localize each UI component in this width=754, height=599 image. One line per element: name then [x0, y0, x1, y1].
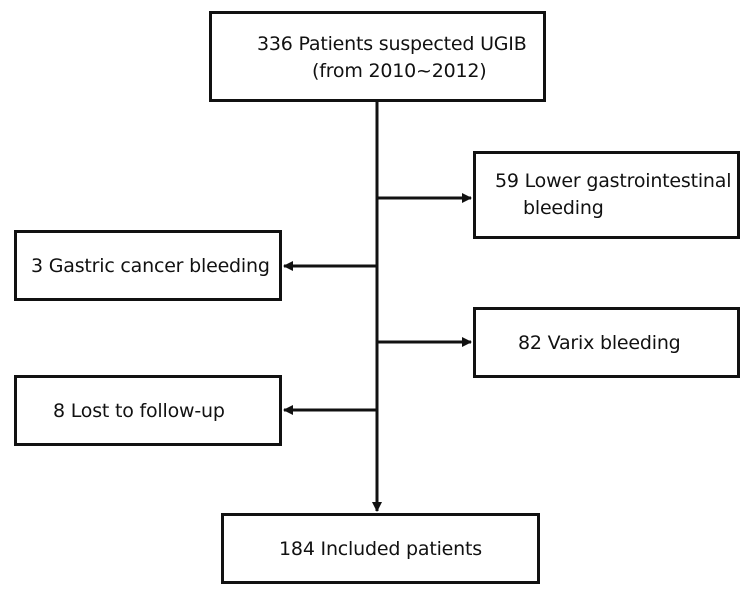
varix-bleeding-box: 82 Varix bleeding — [473, 307, 740, 378]
lost-label: 8 Lost to follow-up — [53, 400, 225, 422]
lower-gi-bleeding-box: 59 Lower gastrointestinal bleeding — [473, 151, 740, 239]
lower-gi-line1: 59 Lower gastrointestinal — [495, 170, 732, 192]
varix-label: 82 Varix bleeding — [518, 332, 681, 354]
start-box-line1: 336 Patients suspected UGIB — [257, 33, 527, 55]
included-patients-box: 184 Included patients — [221, 513, 540, 584]
included-label: 184 Included patients — [279, 538, 482, 560]
lower-gi-line2: bleeding — [523, 197, 604, 219]
gastric-cancer-bleeding-box: 3 Gastric cancer bleeding — [14, 230, 282, 301]
start-box-line2: (from 2010~2012) — [312, 60, 487, 82]
gastric-cancer-label: 3 Gastric cancer bleeding — [31, 255, 270, 277]
start-box: 336 Patients suspected UGIB (from 2010~2… — [209, 11, 546, 102]
lost-to-follow-up-box: 8 Lost to follow-up — [14, 375, 282, 446]
